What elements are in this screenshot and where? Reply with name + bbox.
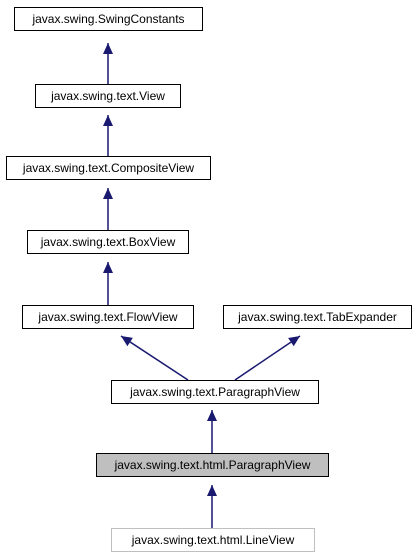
edge-paragraph-view-to-flow-view bbox=[120, 335, 189, 381]
edge-paragraph-view-to-tab-expander bbox=[234, 335, 301, 381]
node-paragraph-view[interactable]: javax.swing.text.ParagraphView bbox=[111, 380, 319, 404]
node-box-view[interactable]: javax.swing.text.BoxView bbox=[27, 230, 189, 254]
node-swing-constants[interactable]: javax.swing.SwingConstants bbox=[14, 7, 203, 31]
node-html-line-view[interactable]: javax.swing.text.html.LineView bbox=[111, 528, 315, 552]
node-view[interactable]: javax.swing.text.View bbox=[35, 84, 181, 108]
node-tab-expander[interactable]: javax.swing.text.TabExpander bbox=[223, 305, 412, 329]
node-html-paragraph-view: javax.swing.text.html.ParagraphView bbox=[96, 453, 329, 477]
node-composite-view[interactable]: javax.swing.text.CompositeView bbox=[6, 156, 211, 180]
node-flow-view[interactable]: javax.swing.text.FlowView bbox=[22, 305, 194, 329]
